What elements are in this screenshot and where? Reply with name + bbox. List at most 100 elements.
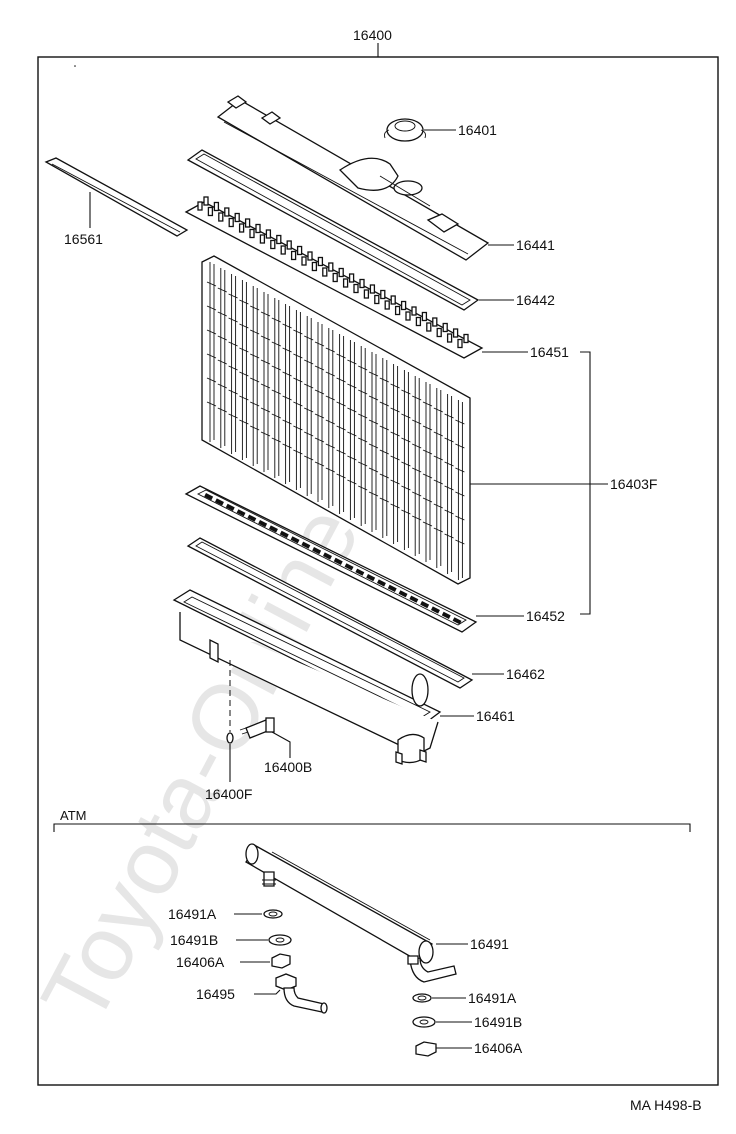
plate-slot — [366, 574, 376, 582]
plate-peg — [307, 251, 313, 261]
core-fin — [282, 395, 292, 401]
plate-slot — [312, 547, 322, 555]
plate-peg — [207, 206, 214, 217]
core-fin — [358, 461, 368, 467]
core-fin — [422, 497, 433, 503]
core-fin — [293, 401, 303, 407]
core-fin — [412, 443, 422, 449]
plate-peg — [421, 311, 428, 322]
plate-peg — [311, 261, 318, 272]
core-fin — [433, 407, 443, 413]
label-16400F: 16400F — [205, 786, 252, 802]
core-fin — [304, 455, 314, 461]
core-fin — [347, 479, 357, 485]
core-fin — [206, 281, 217, 287]
core-fin — [455, 419, 465, 425]
core-fin — [304, 431, 314, 437]
core-fin — [260, 407, 271, 413]
core-fin — [228, 293, 238, 299]
core-fin — [314, 413, 325, 419]
core-fin — [433, 503, 443, 509]
plate-peg — [463, 333, 469, 344]
core-fin — [368, 419, 379, 425]
core-fin — [401, 437, 411, 443]
core-fin — [455, 515, 465, 521]
core-fin — [314, 389, 325, 395]
plate-peg — [197, 201, 203, 211]
plate-peg — [286, 240, 292, 250]
core-fin — [206, 305, 217, 311]
core-fin — [336, 401, 346, 407]
core-fin — [401, 389, 411, 395]
plate-peg — [442, 322, 448, 333]
core-fin — [358, 485, 368, 491]
core-fin — [206, 377, 217, 383]
lower-tank-part — [172, 589, 442, 765]
core-fin — [260, 431, 271, 437]
core-fin — [347, 359, 357, 365]
plate-peg — [317, 256, 324, 267]
plate-slot — [279, 530, 289, 538]
lower-gasket-part — [186, 537, 474, 689]
core-fin — [336, 353, 346, 359]
plate-peg — [265, 229, 272, 239]
core-fin — [336, 449, 346, 455]
core-fin — [444, 533, 454, 539]
core-fin — [228, 365, 238, 371]
core-fin — [444, 461, 454, 467]
core-fin — [368, 395, 379, 401]
plate-peg — [359, 278, 365, 289]
plate-peg — [244, 218, 251, 228]
plate-peg — [452, 328, 459, 338]
plate-peg — [218, 212, 224, 222]
core-fin — [433, 527, 443, 533]
plate-peg — [342, 278, 349, 288]
core-fin — [444, 413, 454, 419]
plate-peg — [446, 333, 453, 343]
plate-slot — [268, 525, 278, 533]
label-16451: 16451 — [530, 344, 569, 360]
core-fin — [250, 329, 260, 335]
drain-plug-oring — [226, 732, 234, 744]
plate-peg — [432, 317, 438, 327]
label-16441: 16441 — [516, 237, 555, 253]
atm-section-label: ATM — [60, 808, 86, 823]
plate-peg — [259, 234, 266, 244]
core-fin — [250, 425, 260, 431]
radiator-cap-part — [384, 118, 426, 142]
core-fin — [217, 287, 227, 293]
core-fin — [379, 497, 389, 503]
core-fin — [271, 389, 281, 395]
core-fin — [271, 365, 281, 371]
core-fin — [271, 437, 281, 443]
label-16403F: 16403F — [610, 476, 657, 492]
core-fin — [412, 491, 422, 497]
core-fin — [390, 431, 400, 437]
hose-fitting-16495 — [275, 973, 328, 1014]
core-fin — [304, 407, 314, 413]
atm-bracket-left — [53, 823, 90, 832]
plate-slot — [376, 579, 386, 587]
label-16406A-left: 16406A — [176, 954, 225, 970]
core-fin — [282, 419, 292, 425]
core-fin — [358, 437, 368, 443]
core-fin — [422, 449, 433, 455]
core-fin — [293, 329, 303, 335]
plate-slot — [214, 498, 224, 506]
plate-peg — [276, 234, 282, 245]
label-16452: 16452 — [526, 608, 565, 624]
core-fin — [325, 395, 335, 401]
core-fin — [379, 473, 389, 479]
plate-peg — [411, 306, 417, 316]
core-fin — [314, 437, 325, 443]
side-seal-strip-part — [44, 157, 189, 237]
core-fin — [293, 425, 303, 431]
plate-slot — [258, 520, 268, 528]
plate-peg — [228, 217, 234, 228]
core-fin — [314, 341, 325, 347]
washer-16491B-right — [412, 1016, 436, 1028]
core-fin — [444, 509, 454, 515]
core-fin — [412, 467, 422, 473]
core-fin — [239, 395, 249, 401]
core-fin — [444, 437, 454, 443]
